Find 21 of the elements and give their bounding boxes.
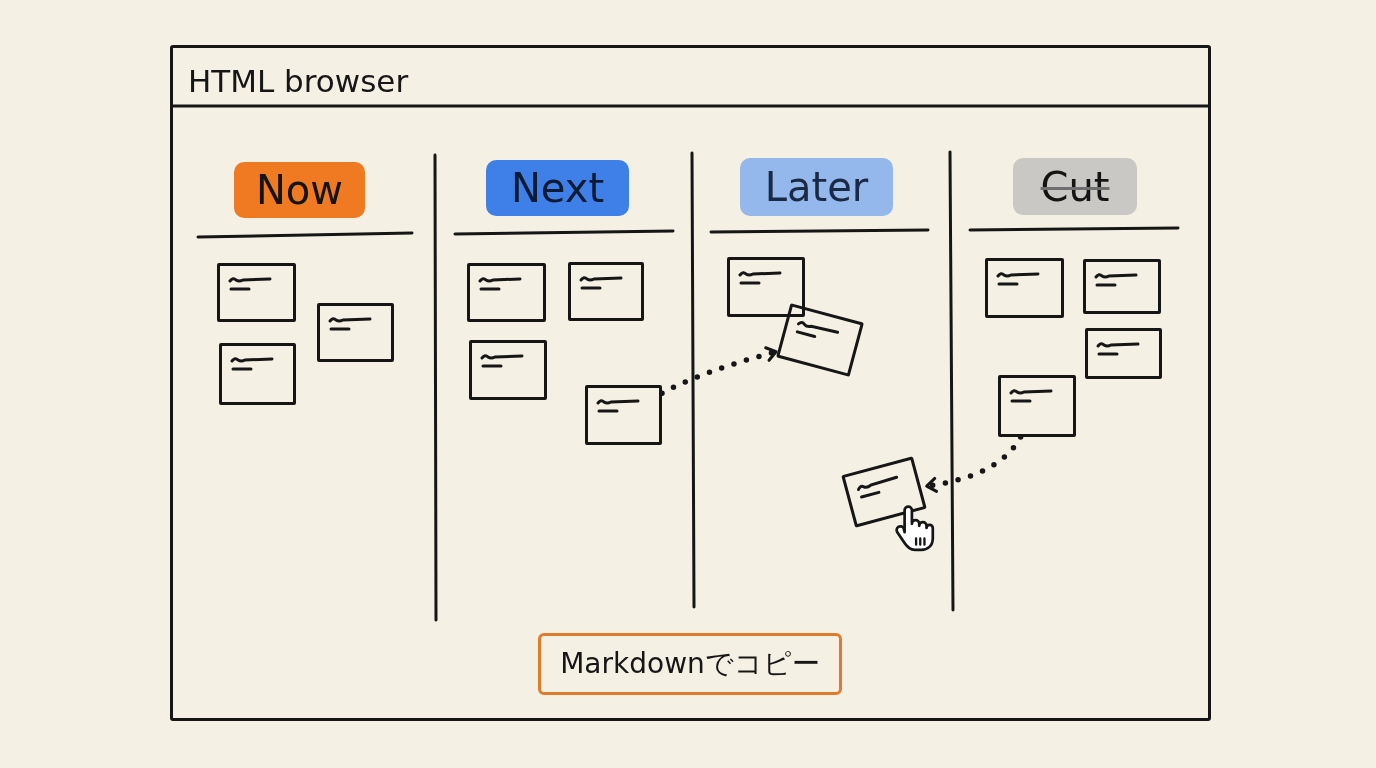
dotted-arrow bbox=[924, 434, 1024, 493]
card bbox=[219, 343, 296, 405]
card bbox=[998, 375, 1076, 437]
dotted-arrow bbox=[659, 346, 779, 397]
card bbox=[1083, 259, 1161, 314]
card bbox=[727, 257, 805, 317]
card bbox=[469, 340, 547, 400]
column-tag: Later bbox=[740, 158, 893, 216]
copy-button: Markdownでコピー bbox=[538, 633, 842, 695]
card bbox=[585, 385, 662, 445]
card bbox=[217, 263, 296, 322]
card bbox=[1085, 328, 1162, 379]
card bbox=[317, 303, 394, 362]
card bbox=[776, 303, 864, 377]
column-tag: Next bbox=[486, 160, 629, 216]
browser-window bbox=[170, 45, 1211, 721]
card bbox=[985, 258, 1064, 318]
card bbox=[568, 262, 644, 321]
window-title: HTML browser bbox=[188, 62, 409, 101]
column-tag: Now bbox=[234, 162, 365, 218]
card bbox=[467, 263, 546, 322]
